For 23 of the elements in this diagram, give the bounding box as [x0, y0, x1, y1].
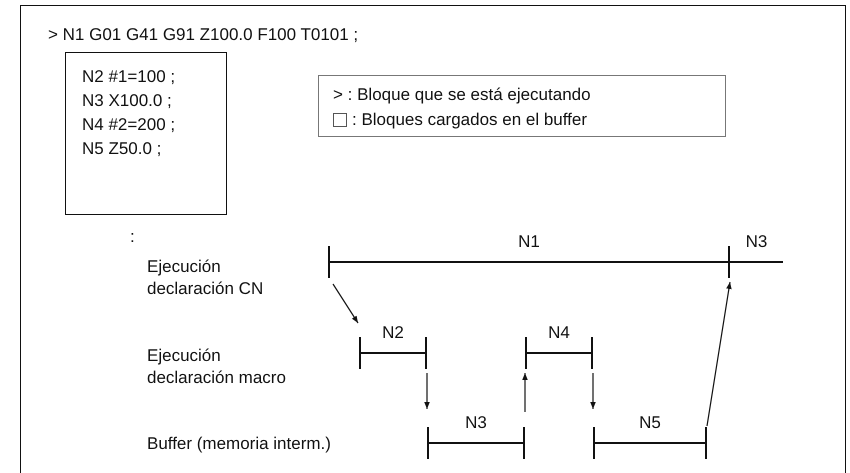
segment-label: N5: [639, 413, 661, 433]
arrow: [522, 373, 528, 412]
row-label: Ejecución declaración CN: [147, 256, 264, 300]
program-box: [65, 52, 227, 215]
ellipsis-mark: :: [130, 226, 135, 248]
arrow: [706, 282, 732, 426]
arrow: [332, 284, 358, 324]
legend-text: : Bloques cargados en el buffer: [352, 110, 588, 130]
code-line: N5 Z50.0 ;: [82, 138, 162, 160]
segment-label: N3: [746, 232, 768, 252]
code-line: N3 X100.0 ;: [82, 90, 173, 112]
code-line: N2 #1=100 ;: [82, 66, 176, 88]
segment-label: N2: [382, 323, 404, 343]
arrow: [424, 373, 430, 409]
segment-label: N3: [465, 413, 487, 433]
code-line: N4 #2=200 ;: [82, 114, 176, 136]
row-label: Ejecución declaración macro: [147, 345, 287, 389]
segment-label: N4: [548, 323, 570, 343]
legend-text: > : Bloque que se está ejecutando: [333, 84, 591, 104]
segment-label: N1: [518, 232, 540, 252]
arrow: [590, 373, 596, 409]
code-line: > N1 G01 G41 G91 Z100.0 F100 T0101 ;: [48, 24, 358, 46]
row-label: Buffer (memoria interm.): [147, 433, 331, 455]
